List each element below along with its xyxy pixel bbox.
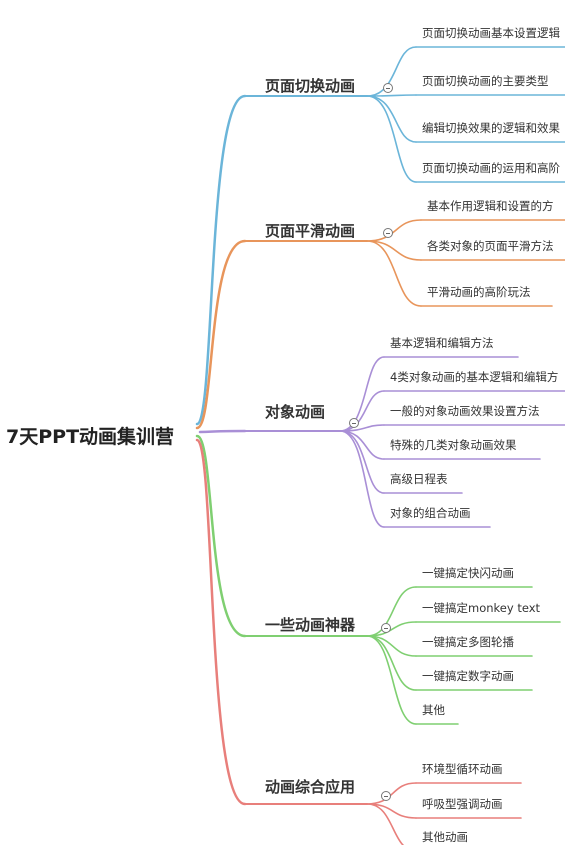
- leaf-topic[interactable]: 各类对象的页面平滑方法: [427, 239, 554, 253]
- branch-title[interactable]: 对象动画: [265, 403, 326, 421]
- branch-connector: [195, 434, 247, 638]
- leaf-topic[interactable]: 高级日程表: [390, 472, 448, 486]
- branch-title[interactable]: 页面平滑动画: [265, 222, 356, 240]
- branch-connector: [195, 438, 247, 806]
- leaf-connector: [366, 46, 417, 97]
- leaf-topic[interactable]: 4类对象动画的基本逻辑和编辑方: [390, 370, 559, 384]
- leaf-topic[interactable]: 平滑动画的高阶玩法: [427, 285, 531, 299]
- branch-connector: [198, 429, 247, 434]
- leaf-topic[interactable]: 一键搞定数字动画: [422, 669, 514, 683]
- leaf-connector: [366, 621, 417, 637]
- mind-map-root: 7天PPT动画集训营: [6, 426, 175, 448]
- leaf-topic[interactable]: 一键搞定monkey text: [422, 601, 541, 615]
- leaf-connector: [366, 240, 422, 261]
- leaf-connector: [339, 356, 385, 432]
- branch-connector: [195, 94, 247, 426]
- leaf-topic[interactable]: 基本作用逻辑和设置的方: [427, 199, 554, 213]
- branch-title[interactable]: 页面切换动画: [265, 77, 356, 95]
- leaf-connector: [366, 240, 422, 307]
- branch-title[interactable]: 动画综合应用: [265, 778, 356, 796]
- leaf-topic[interactable]: 呼吸型强调动画: [422, 797, 503, 811]
- leaf-connector: [366, 219, 422, 242]
- leaf-topic[interactable]: 编辑切换效果的逻辑和效果: [422, 121, 560, 135]
- collapse-toggle-icon[interactable]: [383, 228, 393, 238]
- leaf-topic[interactable]: 其他: [422, 703, 445, 717]
- leaf-topic[interactable]: 页面切换动画基本设置逻辑: [422, 26, 560, 40]
- leaf-connector: [366, 94, 417, 97]
- leaf-connector: [339, 424, 385, 432]
- leaf-topic[interactable]: 基本逻辑和编辑方法: [390, 336, 494, 350]
- leaf-topic[interactable]: 页面切换动画的主要类型: [422, 74, 549, 88]
- leaf-connector: [366, 635, 417, 725]
- leaf-topic[interactable]: 页面切换动画的运用和高阶: [422, 161, 560, 175]
- leaf-topic[interactable]: 特殊的几类对象动画效果: [390, 438, 517, 452]
- collapse-toggle-icon[interactable]: [381, 791, 391, 801]
- leaf-topic[interactable]: 环境型循环动画: [422, 762, 503, 776]
- branch-connector: [195, 239, 247, 430]
- leaf-topic[interactable]: 对象的组合动画: [390, 506, 471, 520]
- leaf-connector: [366, 782, 417, 805]
- leaf-connector: [366, 95, 417, 143]
- leaf-connector: [366, 586, 417, 637]
- collapse-toggle-icon[interactable]: [383, 83, 393, 93]
- branch-title[interactable]: 一些动画神器: [265, 616, 356, 634]
- leaf-connector: [339, 390, 385, 432]
- leaf-connector: [339, 430, 385, 528]
- leaf-topic[interactable]: 一键搞定多图轮播: [422, 635, 514, 649]
- leaf-topic[interactable]: 一键搞定快闪动画: [422, 566, 514, 580]
- leaf-topic[interactable]: 其他动画: [422, 830, 468, 844]
- collapse-toggle-icon[interactable]: [381, 623, 391, 633]
- leaf-connector: [366, 95, 417, 183]
- leaf-connector: [366, 803, 405, 845]
- collapse-toggle-icon[interactable]: [349, 418, 359, 428]
- leaf-topic[interactable]: 一般的对象动画效果设置方法: [390, 404, 540, 418]
